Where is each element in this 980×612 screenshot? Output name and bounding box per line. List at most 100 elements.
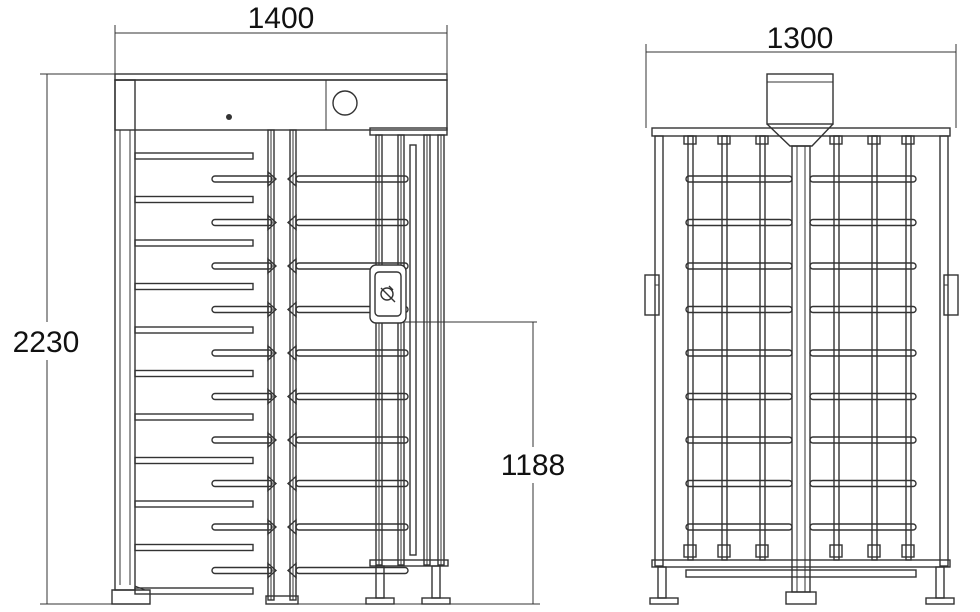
- rotor-arm-right: [295, 392, 409, 401]
- side-arm-left: [685, 218, 793, 227]
- rotor-arms: [211, 170, 409, 580]
- dimension-height-2230: 2230: [8, 73, 150, 605]
- rotor-arm-left: [211, 566, 273, 575]
- arm-clamp: [267, 300, 278, 319]
- rotor-arm-left: [211, 436, 273, 444]
- rotor-column: [905, 135, 912, 561]
- right-bracket: [943, 274, 959, 316]
- side-arm-left: [685, 262, 793, 270]
- rotor-arm-right: [295, 218, 409, 227]
- column-cap-bottom: [717, 544, 731, 558]
- fixed-arm: [134, 543, 254, 552]
- side-arm-right: [809, 349, 917, 357]
- column-cap-top: [755, 135, 769, 145]
- column-cap-top: [901, 135, 915, 145]
- rotor-arm-left: [211, 262, 273, 270]
- rotor-column: [721, 135, 728, 561]
- arm-clamp: [267, 213, 278, 232]
- side-arm-left: [685, 349, 793, 357]
- side-arm-left: [685, 479, 793, 488]
- column-cap-bottom: [683, 544, 697, 558]
- rotor-arm-left: [211, 175, 273, 183]
- fixed-arm: [134, 369, 254, 378]
- rotor-arm-left: [211, 479, 273, 488]
- side-rotor-arms: [683, 135, 917, 561]
- side-arm-right: [809, 523, 917, 531]
- arm-clamp: [286, 431, 297, 449]
- card-reader-panel: [369, 264, 407, 324]
- fixed-arm: [134, 500, 254, 508]
- motor-housing: [766, 73, 834, 125]
- front-view: [111, 73, 451, 605]
- column-cap-top: [683, 135, 697, 145]
- fixed-arm: [134, 152, 254, 160]
- rotor-shaft-front: [265, 129, 299, 605]
- column-cap-bottom: [901, 544, 915, 558]
- fixed-arm: [134, 239, 254, 247]
- arm-clamp: [286, 170, 297, 188]
- arm-clamp: [267, 387, 278, 406]
- reader-height-label: 1188: [501, 449, 566, 482]
- arm-clamp: [286, 300, 297, 319]
- side-arm-right: [809, 262, 917, 270]
- arm-clamp: [286, 518, 297, 536]
- fixed-arm: [134, 413, 254, 421]
- rotor-arm-right: [295, 523, 409, 531]
- column-cap-bottom: [867, 544, 881, 558]
- rotor-arm-right: [295, 436, 409, 444]
- side-shaft: [791, 145, 811, 593]
- arm-clamp: [286, 387, 297, 406]
- arm-clamp: [286, 213, 297, 232]
- rotor-arm-left: [211, 218, 273, 227]
- side-arm-left: [685, 436, 793, 444]
- arm-clamp: [286, 344, 297, 362]
- rotor-column: [833, 135, 840, 561]
- rotor-arm-right: [295, 349, 409, 357]
- column-cap-top: [829, 135, 843, 145]
- arm-clamp: [267, 431, 278, 449]
- arm-clamp: [267, 518, 278, 536]
- arm-clamp: [286, 561, 297, 580]
- rotor-arm-right: [295, 566, 409, 575]
- fixed-arm: [134, 587, 254, 595]
- rotor-arm-left: [211, 305, 273, 314]
- arm-clamp: [267, 561, 278, 580]
- arm-clamp: [267, 344, 278, 362]
- fixed-arm: [134, 282, 254, 291]
- side-arm-left: [685, 175, 793, 183]
- side-arm-right: [809, 218, 917, 227]
- side-view: [644, 73, 959, 605]
- fixed-arm: [134, 326, 254, 334]
- rotor-column: [687, 135, 694, 561]
- card-tap-icon: [380, 285, 396, 303]
- column-cap-top: [717, 135, 731, 145]
- rotor-arm-left: [211, 349, 273, 357]
- rotor-arm-right: [295, 175, 409, 183]
- arm-clamp: [286, 257, 297, 275]
- width-label-side: 1300: [767, 22, 834, 55]
- side-arm-right: [809, 175, 917, 183]
- side-arm-left: [685, 523, 793, 531]
- dimension-width-1400: 1400: [114, 2, 448, 75]
- column-cap-bottom: [755, 544, 769, 558]
- arm-clamp: [267, 474, 278, 493]
- rotor-column: [871, 135, 878, 561]
- column-cap-top: [867, 135, 881, 145]
- rotor-column: [759, 135, 766, 561]
- fixed-fence-arms: [134, 152, 254, 595]
- side-arm-right: [809, 479, 917, 488]
- dimension-width-1300: 1300: [645, 22, 957, 128]
- dimension-reader-height-1188: 1188: [285, 321, 570, 605]
- card-reader-circle-icon: [332, 90, 358, 116]
- side-arm-left: [685, 392, 793, 401]
- rotor-arm-left: [211, 523, 273, 531]
- side-arm-right: [809, 436, 917, 444]
- height-label: 2230: [13, 326, 80, 359]
- side-arm-left: [685, 305, 793, 314]
- width-label-front: 1400: [248, 2, 315, 35]
- arm-clamp: [267, 257, 278, 275]
- gate-frame-right: [365, 127, 451, 605]
- arm-clamp: [267, 170, 278, 188]
- left-bracket: [644, 274, 660, 316]
